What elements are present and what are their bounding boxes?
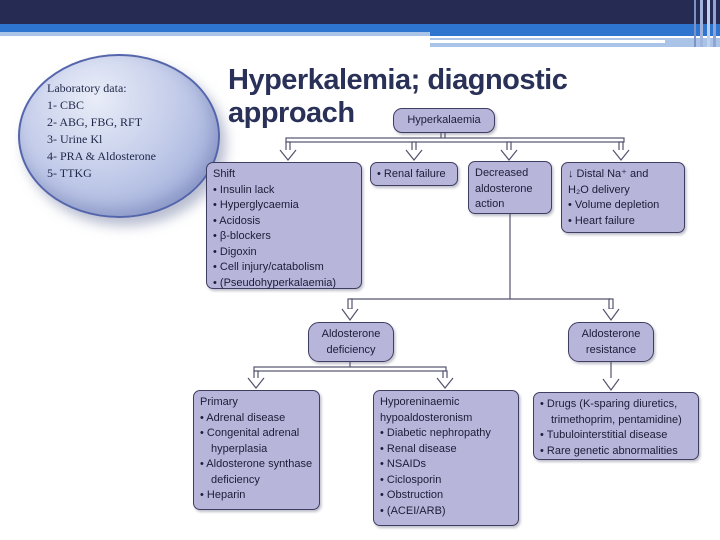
text-line: • (Pseudohyperkalaemia) (213, 276, 337, 289)
text-line: Aldosterone deficiency (321, 328, 381, 356)
flow-box-aldosterone-resistance: Aldosterone resistance (568, 322, 654, 362)
flow-box-decreased-aldosterone: Decreased aldosterone action (468, 161, 552, 214)
text-line: • Heparin (200, 489, 246, 501)
flow-box-shift: Shift • Insulin lack • Hyperglycaemia • Aci… (206, 162, 362, 289)
laboratory-data-text: Laboratory data: 1- CBC 2- ABG, FBG, RFT 3-… (47, 80, 207, 182)
text-line: • Acidosis (213, 214, 261, 227)
slide-title: Hyperkalemia; diagnostic approach (228, 64, 568, 129)
text-line: Laboratory data: (47, 81, 127, 95)
text-line: • Ciclosporin (380, 473, 442, 486)
text-line: • Volume depletion (568, 199, 660, 211)
text-line: 2- ABG, FBG, RFT (47, 115, 143, 129)
flow-box-hyperkalaemia: Hyperkalaemia (393, 108, 495, 133)
text-line: • Renal disease (380, 442, 457, 455)
header-bar-navy (0, 0, 720, 24)
text-line: • Heart failure (568, 214, 635, 227)
header-bar-stripe (430, 40, 665, 43)
text-line: • Insulin lack (213, 183, 275, 196)
text-line: • Diabetic nephropathy (380, 427, 491, 439)
text-line: Primary (200, 396, 238, 408)
text-line: • Cell injury/catabolism (213, 261, 324, 273)
text-line: • NSAIDs (380, 458, 427, 470)
flow-box-aldosterone-deficiency: Aldosterone deficiency (308, 322, 394, 362)
text-line: Hyporeninaemic hypoaldosteronism (380, 396, 473, 424)
text-line: • Hyperglycaemia (213, 199, 299, 211)
header-corner-stripe (694, 0, 696, 47)
text-line: 4- PRA & Aldosterone (47, 149, 157, 163)
text-line: • (ACEI/ARB) (380, 504, 446, 517)
header-corner-stripe (713, 0, 716, 47)
header-corner-stripe (707, 0, 710, 47)
laboratory-data-callout: Laboratory data: 1- CBC 2- ABG, FBG, RFT 3-… (18, 54, 220, 218)
header-bar-lightblue (0, 32, 430, 36)
flow-box-primary: Primary • Adrenal disease • Congenital adr… (193, 390, 320, 510)
header-corner-stripe (700, 0, 703, 47)
text-line: H₂O delivery (568, 183, 630, 196)
text-line: • Renal failure (377, 168, 446, 180)
text-line: • Congenital adrenal hyperplasia (200, 427, 300, 455)
header-bar-gap (430, 36, 720, 38)
header-bar-blue (0, 24, 720, 32)
flow-box-drugs-resistance: • Drugs (K-sparing diuretics, trimethopr… (533, 392, 699, 460)
flow-box-hyporeninaemic: Hyporeninaemic hypoaldosteronism • Diabet… (373, 390, 519, 526)
text-line: Hyperkalaemia (407, 114, 481, 126)
text-line: Shift (213, 168, 236, 180)
header-bar-blue-right (430, 32, 720, 36)
text-line: 5- TTKG (47, 166, 92, 180)
text-line: Decreased aldosterone action (475, 167, 533, 210)
text-line: ↓ Distal Na⁺ and (568, 168, 649, 180)
text-line: • Aldosterone synthase deficiency (200, 458, 313, 486)
text-line: 1- CBC (47, 98, 85, 112)
text-line: • β-blockers (213, 230, 271, 242)
text-line: • Obstruction (380, 489, 444, 501)
text-line: • Digoxin (213, 245, 257, 258)
text-line: 3- Urine Kl (47, 132, 103, 146)
text-line: • Drugs (K-sparing diuretics, trimethopr… (540, 398, 682, 426)
text-line: • Tubulointerstitial disease (540, 429, 668, 441)
flow-box-renal-failure: • Renal failure (370, 162, 458, 186)
text-line: Aldosterone resistance (581, 328, 641, 356)
text-line: • Rare genetic abnormalities (540, 444, 678, 457)
text-line: • Adrenal disease (200, 411, 286, 424)
